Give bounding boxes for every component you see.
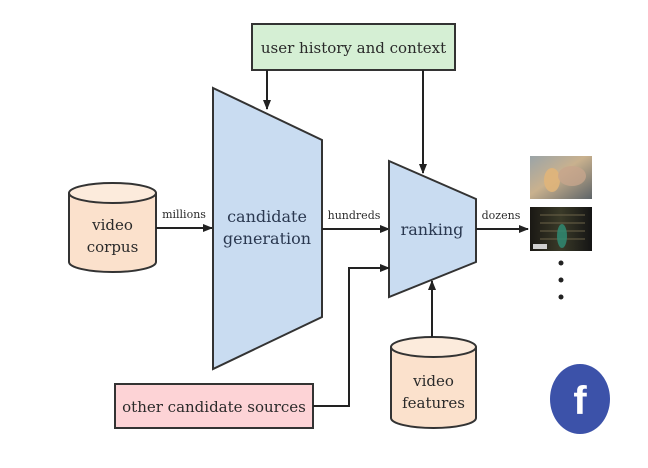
candidate-generation-node: candidate generation <box>212 86 323 371</box>
edge-label-millions: millions <box>162 208 206 221</box>
ellipsis-dot <box>558 277 564 283</box>
ellipsis-dot <box>558 260 564 266</box>
other-sources-node: other candidate sources <box>114 383 314 429</box>
edge-label-dozens: dozens <box>482 209 521 222</box>
video-features-node: video features <box>390 336 477 429</box>
facebook-logo-icon: f <box>550 364 610 434</box>
ellipsis-dot <box>558 294 564 300</box>
ranking-node: ranking <box>388 159 477 299</box>
user-context-node: user history and context <box>251 23 456 71</box>
other-sources-label: other candidate sources <box>122 398 306 416</box>
video-features-label-line1: video <box>412 372 454 390</box>
candidate-generation-label-line1: candidate <box>227 207 307 226</box>
user-context-label: user history and context <box>261 39 446 57</box>
video-corpus-label-line2: corpus <box>87 238 139 256</box>
candidate-generation-label-line2: generation <box>223 229 311 248</box>
edge-sources-to-ranking <box>313 264 390 407</box>
output-videos <box>530 156 592 300</box>
edge-label-hundreds: hundreds <box>328 209 381 222</box>
video-corpus-label-line1: video <box>91 216 133 234</box>
video-features-label-line2: features <box>402 394 465 412</box>
facebook-glyph: f <box>573 379 587 423</box>
video-thumbnail-dark-scene <box>530 207 592 251</box>
ranking-label: ranking <box>401 220 464 239</box>
video-thumbnail-hand-cup <box>530 156 592 199</box>
video-corpus-node: video corpus <box>68 182 157 273</box>
